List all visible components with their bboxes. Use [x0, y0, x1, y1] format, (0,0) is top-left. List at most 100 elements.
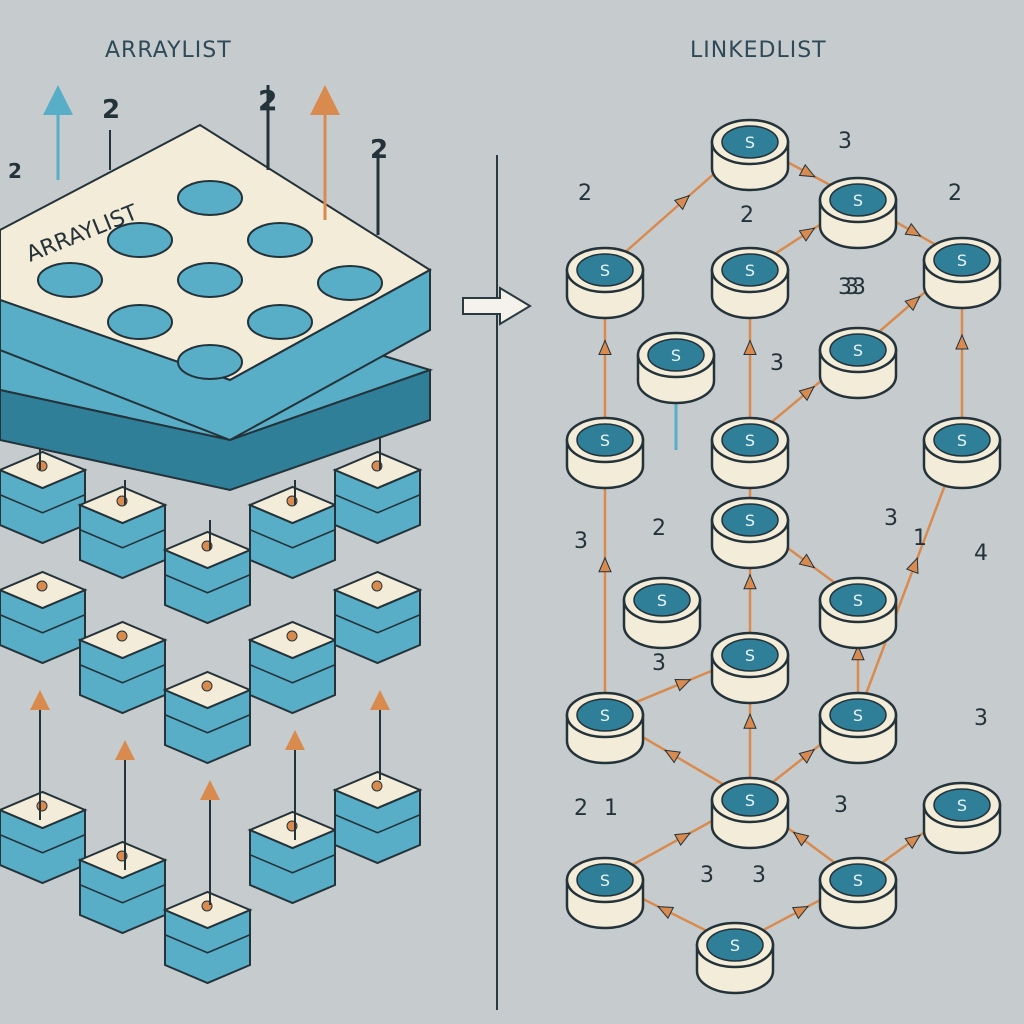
array-slot [107, 304, 173, 340]
connector-dot [371, 780, 383, 792]
array-slot [317, 265, 383, 301]
link-arrowhead [792, 831, 810, 847]
connector-dot [36, 580, 48, 592]
connector-dot [36, 800, 48, 812]
transition-arrow-icon [462, 286, 532, 326]
node-number-label: 2 [652, 516, 666, 541]
list-node: S [710, 776, 790, 850]
node-number-label: 1 [604, 796, 618, 821]
link-arrowhead [673, 194, 691, 211]
link-arrowhead [905, 556, 919, 575]
array-index-label: 2 [370, 135, 388, 165]
array-cell-block [162, 530, 253, 625]
link-arrowhead [663, 749, 682, 764]
node-label: S [853, 341, 863, 360]
list-node: S [922, 781, 1002, 855]
list-node: S [818, 326, 898, 400]
node-label: S [853, 191, 863, 210]
link-arrowhead [743, 339, 757, 355]
list-node: S [695, 921, 775, 995]
node-number-label: 3 [974, 706, 988, 731]
list-node: S [565, 856, 645, 930]
array-index-label: 2 [258, 84, 277, 117]
link-arrowhead [743, 712, 757, 729]
link-arrowhead [798, 553, 816, 569]
node-number-label: 3 [752, 863, 766, 888]
array-slot [177, 344, 243, 380]
node-number-label: 3 [770, 351, 784, 376]
arraylist-title: ARRAYLIST [105, 38, 232, 63]
node-number-label: 2 [578, 181, 592, 206]
node-number-label: 2 [948, 181, 962, 206]
node-label: S [730, 936, 740, 955]
list-node: S [622, 576, 702, 650]
list-node: S [565, 691, 645, 765]
list-node: S [818, 691, 898, 765]
connector-dot [36, 460, 48, 472]
list-node: S [565, 416, 645, 490]
link-arrowhead [598, 556, 612, 573]
node-label: S [745, 511, 755, 530]
node-number-label: 2 [574, 796, 588, 821]
link-arrowhead [798, 748, 816, 764]
list-node: S [818, 576, 898, 650]
array-slot [177, 180, 243, 216]
node-label: S [600, 706, 610, 725]
node-label: S [600, 261, 610, 280]
list-node: S [710, 118, 790, 192]
link-arrowhead [798, 163, 816, 178]
node-label: S [657, 591, 667, 610]
link-arrowhead [598, 339, 612, 355]
node-number-label: 3 [574, 529, 588, 554]
link-arrowhead [674, 679, 692, 692]
array-slot [37, 262, 103, 298]
node-number-label: 1 [913, 526, 927, 551]
node-label: S [745, 646, 755, 665]
node-number-label: 3 [845, 275, 859, 300]
linkedlist-title: LINKEDLIST [690, 38, 827, 63]
node-label: S [853, 591, 863, 610]
node-number-label: 4 [974, 541, 988, 566]
node-number-label: 3 [838, 129, 852, 154]
array-slot [247, 304, 313, 340]
node-number-label: 2 [740, 203, 754, 228]
node-label: S [745, 431, 755, 450]
node-label: S [745, 133, 755, 152]
link-arrowhead [798, 227, 816, 242]
list-node: S [922, 416, 1002, 490]
link-arrowhead [851, 644, 865, 661]
array-index-labels: 2 2 2 2 [8, 84, 388, 183]
link-arrowhead [904, 834, 922, 850]
array-board: ARRAYLIST [0, 123, 434, 492]
list-node: S [818, 856, 898, 930]
node-label: S [600, 431, 610, 450]
link-arrowhead [904, 222, 922, 237]
list-node: S [710, 496, 790, 570]
node-label: S [671, 346, 681, 365]
array-slot [177, 262, 243, 298]
node-number-label: 33 [838, 275, 866, 300]
node-label: S [957, 796, 967, 815]
array-slot [107, 222, 173, 258]
node-number-label: 3 [834, 793, 848, 818]
array-index-label: 2 [8, 159, 22, 183]
node-label: S [745, 261, 755, 280]
list-node: S [710, 416, 790, 490]
array-cell-block [0, 570, 88, 665]
array-cell-block [247, 620, 338, 715]
connector-dot [116, 630, 128, 642]
link-arrowhead [656, 905, 675, 920]
node-label: S [853, 706, 863, 725]
link-arrowhead [791, 905, 810, 920]
link-arrowhead [674, 832, 692, 847]
link-arrowhead [904, 295, 921, 312]
array-index-label: 2 [102, 95, 120, 125]
list-node: S [818, 176, 898, 250]
list-node: S [710, 246, 790, 320]
list-node: S [710, 631, 790, 705]
node-label: S [853, 871, 863, 890]
connector-dot [201, 680, 213, 692]
array-stacks [0, 430, 423, 985]
